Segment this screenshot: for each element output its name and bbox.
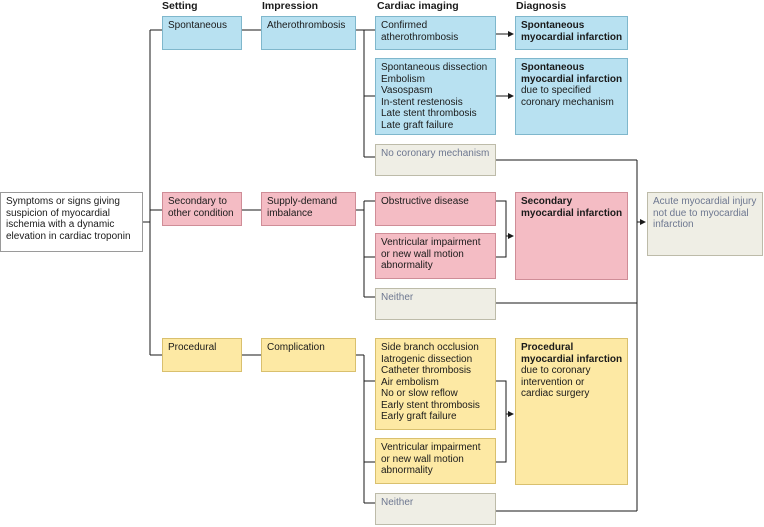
diagnosis-line: myocardial infarction: [521, 73, 623, 85]
imaging-obstructive-disease: Obstructive disease: [375, 192, 496, 226]
setting-label: Secondary to: [168, 196, 227, 207]
start-line: elevation in cardiac troponin: [6, 230, 131, 242]
diagnosis-line: due to coronary: [521, 365, 591, 376]
imaging-line: abnormality: [381, 465, 433, 476]
imaging-procedural-list: Side branch occlusion Iatrogenic dissect…: [375, 338, 496, 430]
diagnosis-line: coronary mechanism: [521, 96, 614, 108]
imaging-line: Air embolism: [381, 376, 439, 388]
diagnosis-spontaneous-mi: Spontaneous myocardial infarction: [515, 16, 628, 50]
impression-atherothrombosis: Atherothrombosis: [261, 16, 356, 50]
imaging-line: Side branch occlusion: [381, 342, 479, 353]
impression-supply-demand: Supply-demand imbalance: [261, 192, 356, 226]
header-setting: Setting: [162, 0, 198, 12]
impression-label: Complication: [267, 342, 325, 353]
imaging-line: Neither: [381, 292, 414, 303]
diagnosis-line: myocardial infarction: [521, 207, 623, 219]
imaging-line: No coronary mechanism: [381, 148, 490, 159]
imaging-line: Confirmed: [381, 20, 428, 31]
imaging-line: Early graft failure: [381, 411, 457, 422]
imaging-line: In-stent restenosis: [381, 96, 463, 108]
header-diagnosis: Diagnosis: [516, 0, 567, 12]
setting-spontaneous: Spontaneous: [162, 16, 242, 50]
imaging-line: Iatrogenic dissection: [381, 353, 473, 365]
imaging-line: No or slow reflow: [381, 388, 458, 399]
imaging-line: Catheter thrombosis: [381, 365, 472, 376]
start-line: suspicion of myocardial: [6, 207, 110, 219]
diagnosis-spontaneous-mi-specified: Spontaneous myocardial infarction due to…: [515, 58, 628, 135]
diagnosis-line: due to specified: [521, 85, 592, 96]
imaging-line: or new wall motion: [381, 248, 464, 260]
imaging-line: Late graft failure: [381, 119, 454, 131]
imaging-line: Embolism: [381, 73, 425, 85]
injury-line: not due to myocardial: [653, 207, 749, 219]
imaging-ventricular-impairment: Ventricular impairment or new wall motio…: [375, 233, 496, 279]
diagnosis-line: Spontaneous: [521, 62, 585, 73]
header-impression: Impression: [262, 0, 319, 12]
imaging-line: abnormality: [381, 260, 433, 271]
impression-complication: Complication: [261, 338, 356, 372]
imaging-line: Obstructive disease: [381, 196, 469, 207]
imaging-neither-procedural: Neither: [375, 493, 496, 525]
injury-line: Acute myocardial injury: [653, 196, 757, 207]
start-line: ischemia with a dynamic: [6, 219, 115, 230]
imaging-line: Neither: [381, 497, 414, 508]
setting-label: Spontaneous: [168, 20, 227, 31]
diagnosis-line: Spontaneous: [521, 20, 585, 31]
diagnosis-line: intervention or: [521, 376, 585, 388]
setting-secondary: Secondary to other condition: [162, 192, 242, 226]
impression-label: Supply-demand: [267, 196, 338, 207]
imaging-line: Late stent thrombosis: [381, 108, 477, 119]
start-line: Symptoms or signs giving: [6, 196, 120, 207]
acute-myocardial-injury-box: Acute myocardial injury not due to myoca…: [647, 192, 763, 256]
start-box: Symptoms or signs giving suspicion of my…: [0, 192, 143, 252]
imaging-line: Ventricular impairment: [381, 442, 481, 453]
imaging-line: Vasospasm: [381, 85, 433, 96]
impression-label: imbalance: [267, 207, 313, 219]
setting-label: other condition: [168, 207, 234, 219]
injury-line: infarction: [653, 219, 694, 230]
diagnosis-line: Secondary: [521, 196, 573, 207]
imaging-other-mechanisms: Spontaneous dissection Embolism Vasospas…: [375, 58, 496, 135]
imaging-confirmed-atherothrombosis: Confirmed atherothrombosis: [375, 16, 496, 50]
impression-label: Atherothrombosis: [267, 20, 346, 31]
header-imaging: Cardiac imaging: [377, 0, 459, 12]
diagnosis-secondary-mi: Secondary myocardial infarction: [515, 192, 628, 280]
imaging-line: atherothrombosis: [381, 31, 459, 43]
imaging-neither-secondary: Neither: [375, 288, 496, 320]
imaging-no-coronary-mechanism: No coronary mechanism: [375, 144, 496, 176]
diagnosis-line: Procedural: [521, 342, 574, 353]
imaging-ventricular-impairment-procedural: Ventricular impairment or new wall motio…: [375, 438, 496, 484]
imaging-line: or new wall motion: [381, 453, 464, 465]
imaging-line: Early stent thrombosis: [381, 399, 480, 411]
imaging-line: Ventricular impairment: [381, 237, 481, 248]
diagnosis-line: cardiac surgery: [521, 388, 590, 399]
setting-procedural: Procedural: [162, 338, 242, 372]
diagnosis-line: myocardial infarction: [521, 353, 623, 365]
diagnosis-procedural-mi: Procedural myocardial infarction due to …: [515, 338, 628, 485]
setting-label: Procedural: [168, 342, 217, 353]
imaging-line: Spontaneous dissection: [381, 62, 488, 73]
diagnosis-line: myocardial infarction: [521, 31, 623, 43]
